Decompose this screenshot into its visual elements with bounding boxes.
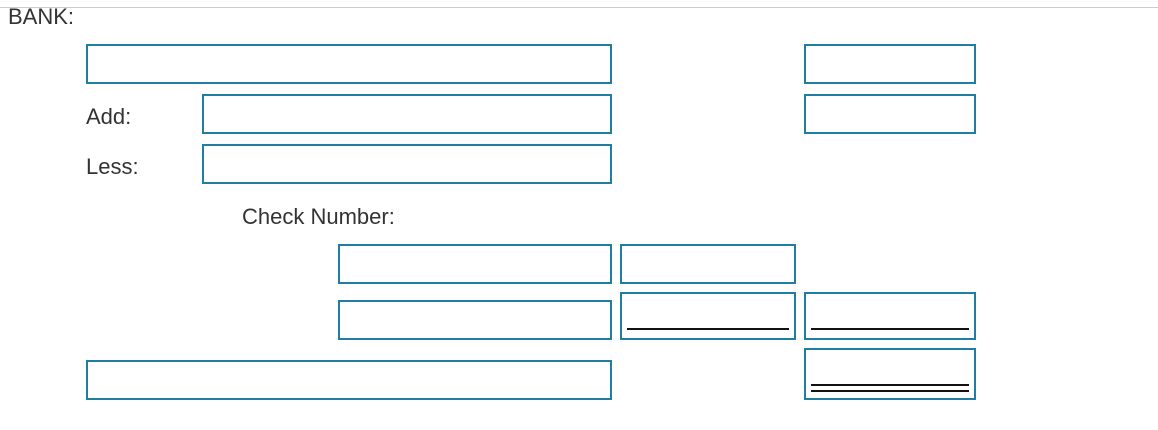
less-total-field [804,292,976,340]
top-divider [0,7,1158,8]
add-label: Add: [86,104,132,129]
adjusted-balance-description-input[interactable] [86,360,612,400]
single-underline [811,328,969,330]
check-amount-input-2[interactable] [622,294,794,338]
bank-label: BANK: [8,4,75,29]
bank-balance-amount-input[interactable] [804,44,976,84]
less-total-input[interactable] [806,294,974,338]
check-number-label: Check Number: [242,204,395,229]
check-amount-input-1[interactable] [620,244,796,284]
bank-balance-description-input[interactable] [86,44,612,84]
adjusted-balance-amount-field [804,348,976,400]
check-number-input-1[interactable] [338,244,612,284]
less-label: Less: [86,154,139,179]
double-underline-bottom [811,390,969,392]
single-underline [627,328,789,330]
add-description-input[interactable] [202,94,612,134]
check-amount-field-2 [620,292,796,340]
double-underline-top [811,384,969,386]
check-number-input-2[interactable] [338,300,612,340]
add-amount-input[interactable] [804,94,976,134]
less-description-input[interactable] [202,144,612,184]
